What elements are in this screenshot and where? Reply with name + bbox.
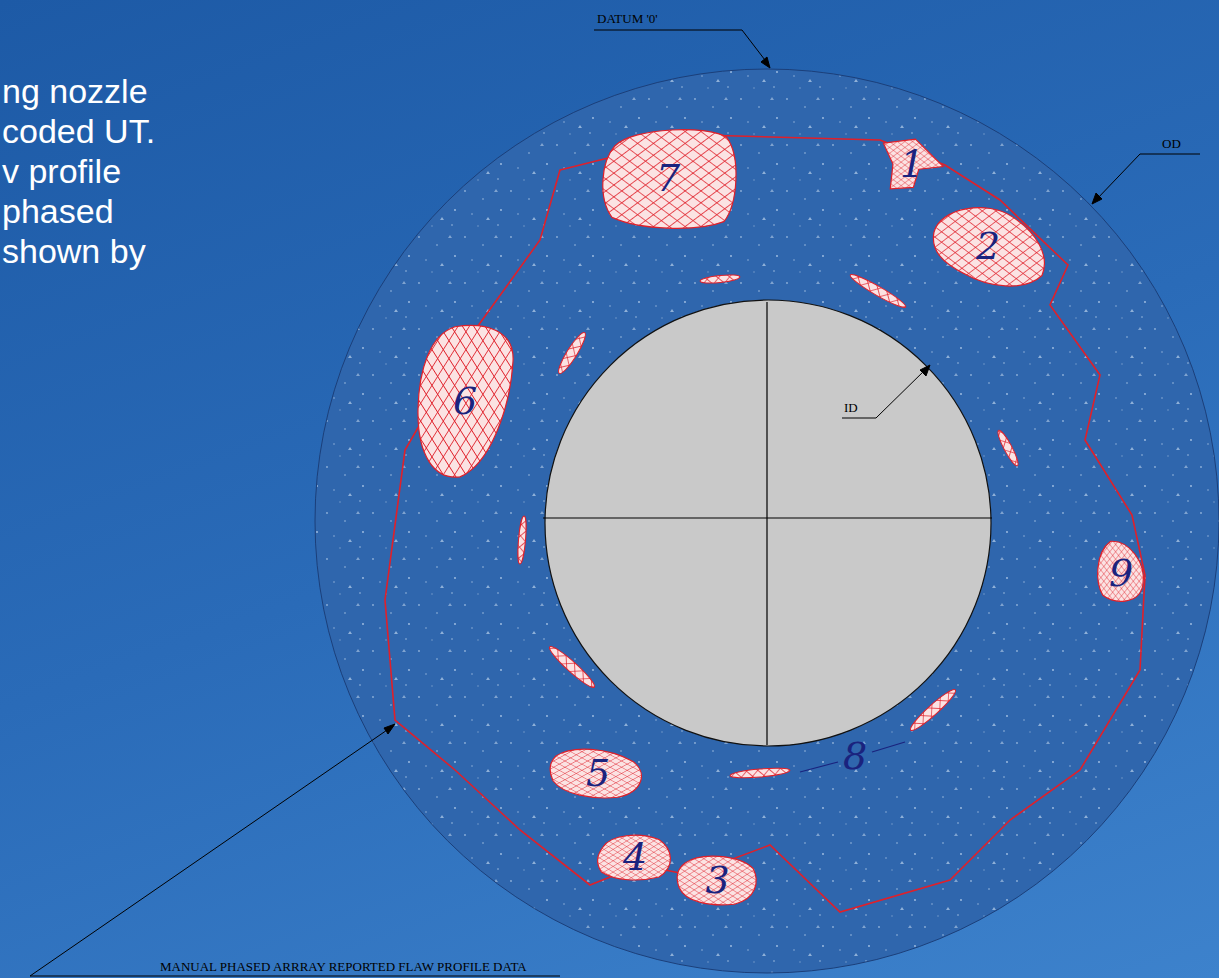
slide-text: coded UT. (2, 112, 155, 151)
callout-number: 4 (623, 838, 647, 876)
id-bore (545, 300, 991, 746)
flaw-area: 6 (415, 322, 515, 480)
leader-lines (30, 30, 1200, 976)
callout-number: 9 (1109, 554, 1133, 592)
callout-number: 2 (976, 227, 1000, 265)
callout-number: 7 (656, 159, 680, 197)
od-label: OD (1162, 137, 1181, 152)
id-flaws (516, 271, 1020, 779)
callout-number: 3 (705, 861, 729, 899)
callout-number: 8 (843, 735, 867, 779)
slide-text: phased (2, 192, 114, 231)
datum-label: DATUM '0' (597, 12, 658, 27)
flaw-area: 4 (595, 832, 675, 882)
slide-text: shown by (2, 232, 146, 271)
flaw-area: 5 (548, 745, 648, 800)
flaw-profile (385, 135, 1145, 912)
centre-line (766, 302, 767, 745)
od-ring (315, 69, 1219, 973)
id-label: ID (844, 401, 858, 416)
callout-number: 1 (900, 145, 924, 183)
flaw-area: 1 (878, 138, 946, 190)
flaw-area: 3 (675, 852, 760, 907)
flaw-area: 9 (1095, 540, 1147, 605)
centre-line (543, 517, 992, 518)
slide-text: v profile (2, 152, 121, 191)
callout-number: 5 (586, 754, 610, 792)
callout-number: 6 (453, 382, 477, 420)
flaw-area: 2 (928, 200, 1048, 292)
slide-text: ng nozzle (2, 72, 148, 111)
flaw-area: 7 (598, 125, 738, 230)
profile-label: MANUAL PHASED ARRRAY REPORTED FLAW PROFI… (160, 960, 527, 975)
